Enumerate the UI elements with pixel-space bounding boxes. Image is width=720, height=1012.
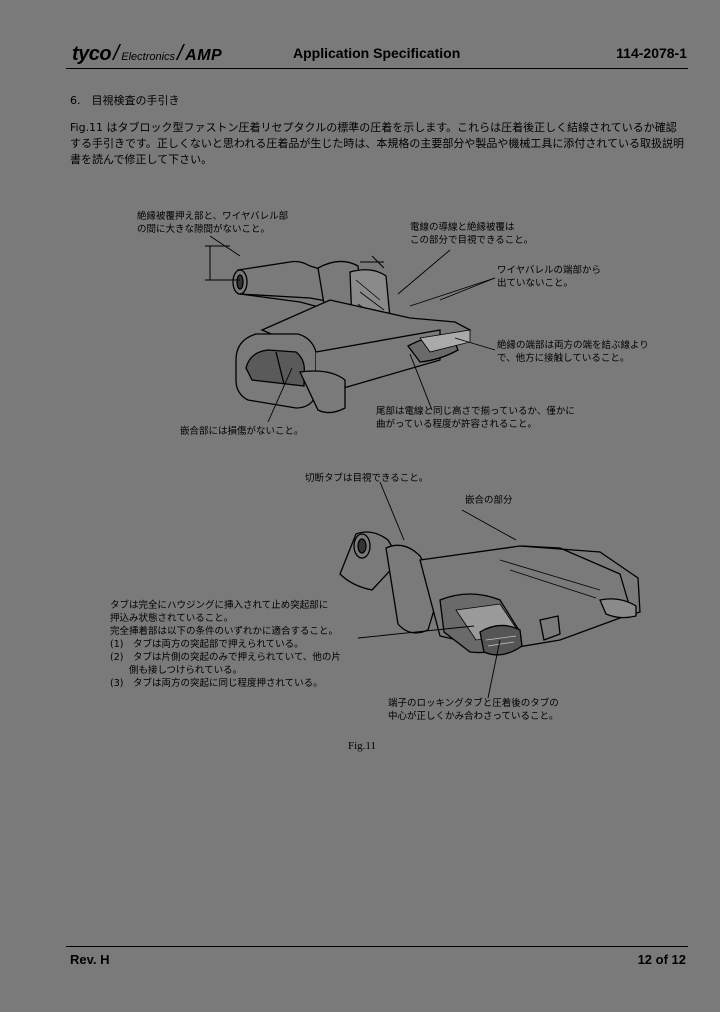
annotation-mating-area: 嵌合部には損傷がないこと。 bbox=[180, 426, 304, 437]
section-paragraph: Fig.11 はタブロック型ファストン圧着リセプタクルの標準の圧着を示します。こ… bbox=[70, 121, 685, 166]
annotation-tab-insertion: タブは完全にハウジングに挿入されて止め突起部に 押込み状態されていること。 完全… bbox=[110, 600, 341, 689]
logo-amp: AMP bbox=[185, 47, 223, 64]
annotation-wire-visible: 電線の導線と絶縁被覆は この部分で目視できること。 bbox=[410, 222, 534, 246]
logo-divider: / bbox=[177, 40, 184, 65]
annotation-cut-tab: 切断タブは目視できること。 bbox=[305, 473, 429, 484]
logo-tyco: tyco bbox=[72, 43, 112, 65]
annotation-barrel-end: ワイヤバレルの端部から 出ていないこと。 bbox=[497, 265, 602, 289]
figure-caption: Fig.11 bbox=[348, 740, 377, 752]
annotation-barrel-gap: 絶縁被覆押え部と、ワイヤバレル部 の間に大きな隙間がないこと。 bbox=[137, 211, 289, 235]
header-rule bbox=[66, 68, 688, 69]
document-number: 114-2078-1 bbox=[616, 45, 687, 61]
revision-label: Rev. H bbox=[70, 952, 110, 967]
company-logo: tyco / Electronics / AMP bbox=[72, 40, 223, 66]
annotation-mating-part: 嵌合の部分 bbox=[465, 495, 513, 506]
annotation-tail: 尾部は電線と同じ高さで揃っているか、僅かに 曲がっている程度が許容されること。 bbox=[376, 406, 575, 430]
document-title: Application Specification bbox=[293, 45, 461, 61]
section-heading: 6. 目視検査の手引き bbox=[70, 94, 180, 107]
page-number: 12 of 12 bbox=[637, 952, 686, 967]
logo-divider: / bbox=[113, 40, 120, 65]
annotation-locking-tab: 端子のロッキングタブと圧着後のタブの 中心が正しくかみ合わさっていること。 bbox=[388, 698, 559, 722]
logo-electronics: Electronics bbox=[121, 51, 176, 63]
annotation-insulation-end: 絶縁の端部は両方の端を結ぶ線より で、他方に接触していること。 bbox=[497, 340, 649, 364]
footer-rule bbox=[66, 946, 688, 947]
